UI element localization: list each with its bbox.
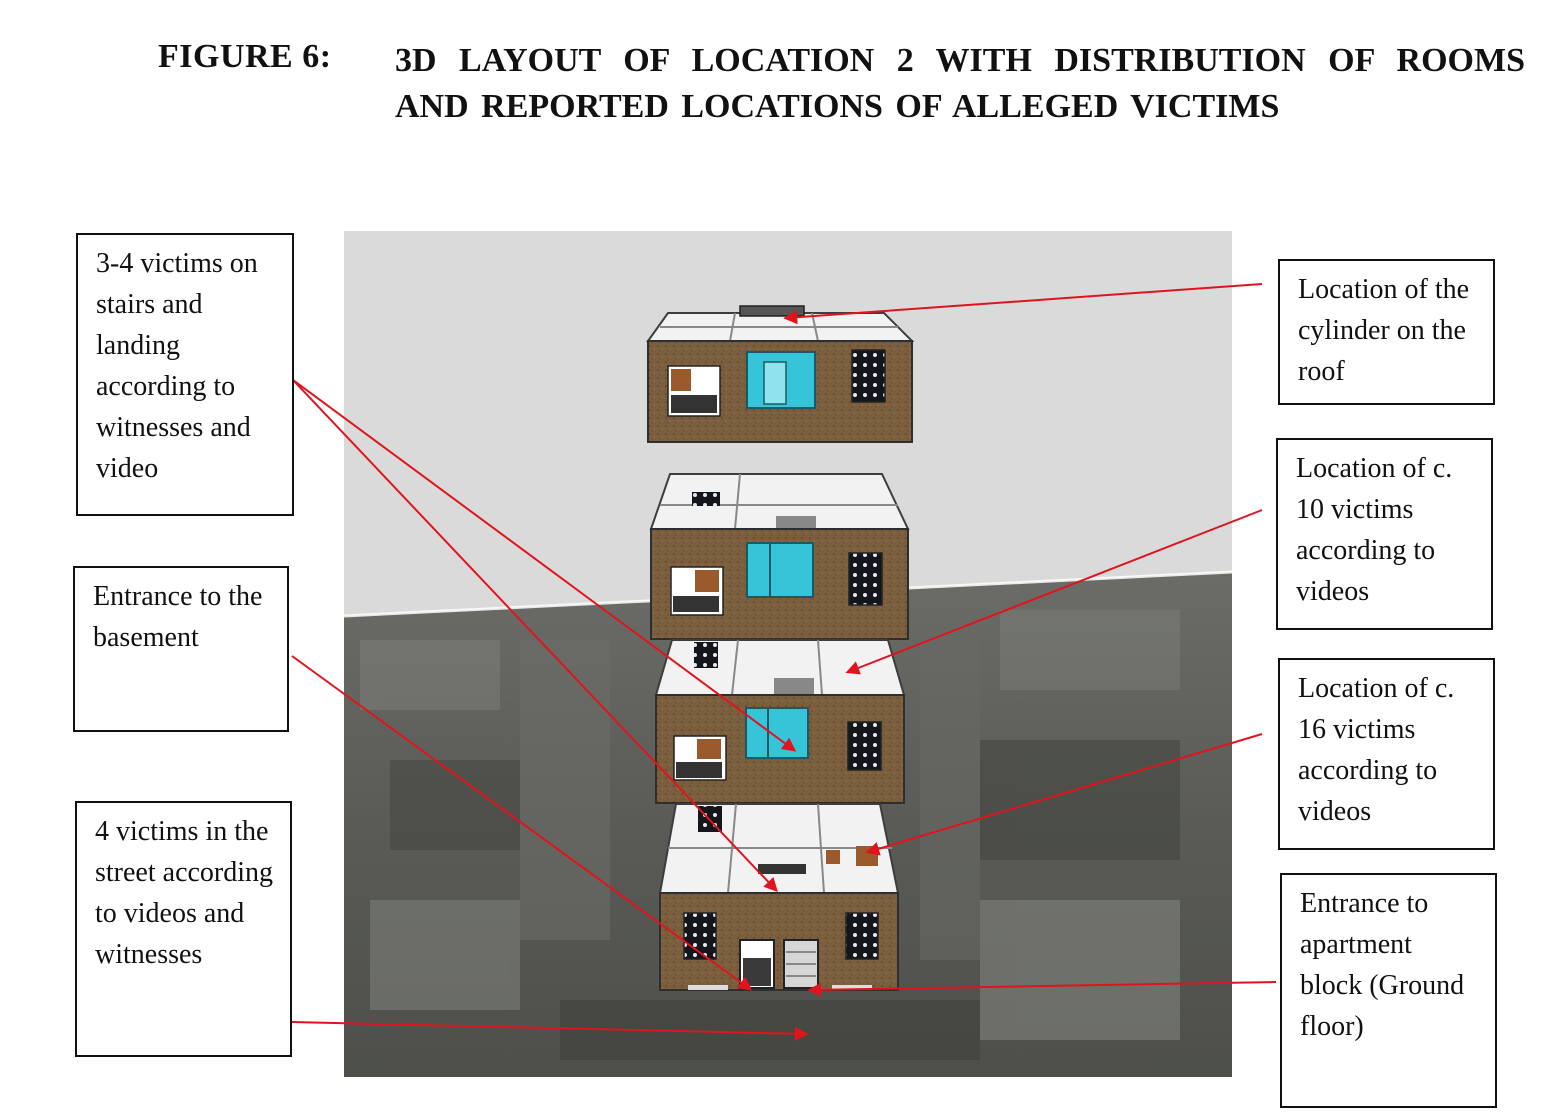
- roof-cylinder: [739, 305, 805, 317]
- callout-roof-cylinder: Location of the cylinder on the roof: [1278, 259, 1495, 405]
- leader-roof-cylinder: [783, 283, 1263, 325]
- callout-block-entrance: Entrance to apartment block (Ground floo…: [1280, 873, 1497, 1108]
- leader-block-entrance: [807, 981, 1277, 997]
- leader-basement-entrance: [291, 655, 753, 991]
- upper-floor-module: [649, 473, 910, 640]
- callout-street-victims: 4 victims in the street according to vid…: [75, 801, 292, 1057]
- annotation-lines: [291, 283, 1277, 1041]
- figure-title: 3D LAYOUT OF LOCATION 2 WITH DISTRIBUTIO…: [395, 42, 1525, 125]
- leader-ten-victims: [845, 509, 1263, 675]
- callout-sixteen-victims: Location of c. 16 victims according to v…: [1278, 658, 1495, 850]
- leader-stairs-landing-b: [292, 379, 778, 893]
- leader-stairs-landing-a: [292, 379, 797, 752]
- figure-label: FIGURE 6:: [158, 38, 332, 75]
- leader-street-victims: [291, 1021, 809, 1041]
- middle-floor-module: [654, 639, 906, 804]
- callout-stairs-landing: 3-4 victims on stairs and landing accord…: [76, 233, 294, 516]
- callout-basement-entrance: Entrance to the basement: [73, 566, 289, 732]
- roof-module: [646, 305, 915, 443]
- ground-floor-module: [658, 803, 900, 991]
- callout-ten-victims: Location of c. 10 victims according to v…: [1276, 438, 1493, 630]
- ground-texture: [360, 610, 1180, 1060]
- leader-sixteen-victims: [865, 733, 1263, 856]
